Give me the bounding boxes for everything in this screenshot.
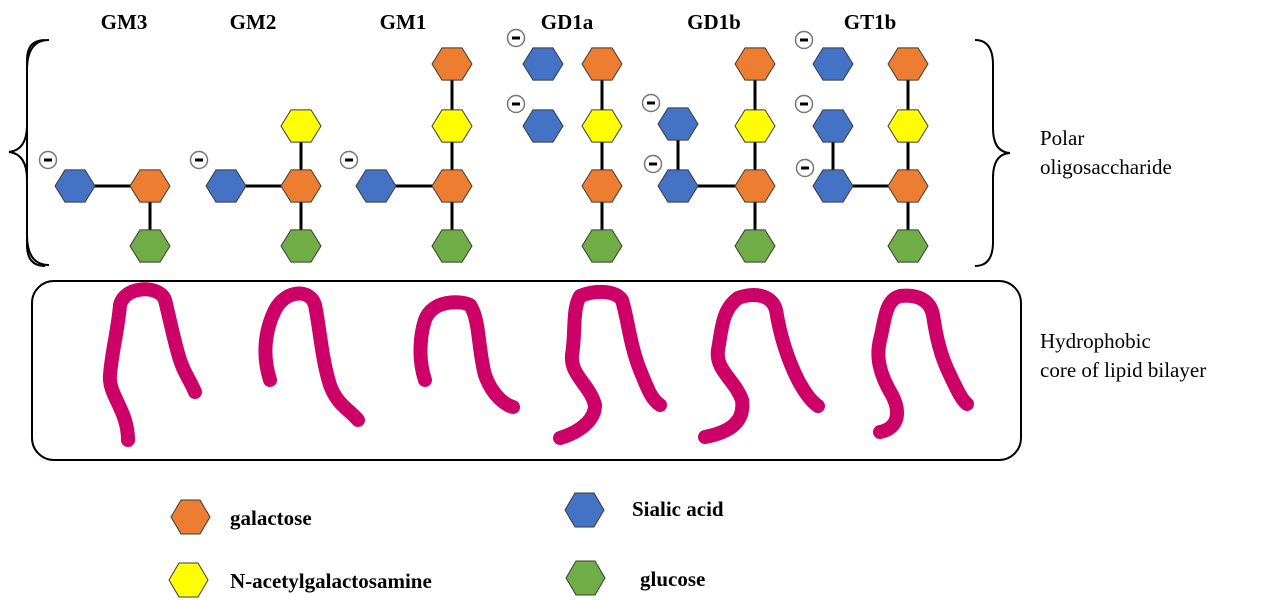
sugar-layer [54, 47, 929, 263]
gm2-negative-charge-icon [189, 150, 209, 170]
gm1-galactose-hexagon-icon [431, 169, 473, 203]
title-gd1b: GD1b [687, 10, 741, 34]
gt1b-glucose-hexagon-icon [887, 229, 929, 263]
gt1b-negative-charge-icon [794, 30, 814, 50]
oligosaccharide-right-brace [974, 39, 1011, 267]
sialic-acid-hexagon-icon [564, 492, 605, 528]
gd1b-negative-charge-icon [643, 154, 663, 174]
gt1b-sialic-acid-hexagon-icon [812, 47, 854, 81]
gm1-glucose-hexagon-icon [431, 229, 473, 263]
gm2-glucose-hexagon-icon [280, 229, 322, 263]
gd1b-galactose-hexagon-icon [734, 47, 776, 81]
gt1b-sialic-acid-hexagon-icon [812, 169, 854, 203]
gd1a-galactose-hexagon-icon [581, 47, 623, 81]
gd1b-sialic-acid-hexagon-icon [657, 107, 699, 141]
gd1a-n-acetylgalactosamine-hexagon-icon [581, 109, 623, 143]
gt1b-n-acetylgalactosamine-hexagon-icon [887, 109, 929, 143]
title-gm2: GM2 [230, 10, 277, 34]
gm1-sialic-acid-hexagon-icon [355, 169, 397, 203]
lipid-tail-gm3 [102, 282, 202, 447]
n-acetylgalactosamine-hexagon-icon [168, 562, 209, 598]
gd1b-glucose-hexagon-icon [734, 229, 776, 263]
gd1a-negative-charge-icon [506, 28, 526, 48]
gm1-galactose-hexagon-icon [431, 47, 473, 81]
lipid-tail-gm2 [258, 286, 365, 427]
title-gd1a: GD1a [541, 10, 594, 34]
legend: galactose Sialic acid N-acetylgalactosam… [168, 492, 724, 598]
title-gm3: GM3 [101, 10, 148, 34]
legend-label-n-acetylgalactosamine: N-acetylgalactosamine [230, 569, 432, 593]
lipid-tail-gd1b [698, 288, 825, 444]
galactose-hexagon-icon [170, 499, 211, 535]
hydrophobic-label-line2: core of lipid bilayer [1040, 358, 1206, 382]
gd1a-sialic-acid-hexagon-icon [522, 109, 564, 143]
gt1b-galactose-hexagon-icon [887, 169, 929, 203]
title-gm1: GM1 [380, 10, 427, 34]
gd1b-galactose-hexagon-icon [734, 169, 776, 203]
legend-label-sialic-acid: Sialic acid [632, 497, 724, 521]
gm3-glucose-hexagon-icon [129, 229, 171, 263]
lipid-tail-gd1a [553, 284, 667, 445]
lipid-tail-gm1 [413, 295, 520, 414]
gd1b-negative-charge-icon [641, 93, 661, 113]
gd1a-negative-charge-icon [506, 94, 526, 114]
gm2-n-acetylgalactosamine-hexagon-icon [280, 109, 322, 143]
gd1b-n-acetylgalactosamine-hexagon-icon [734, 109, 776, 143]
gt1b-negative-charge-icon [794, 94, 814, 114]
left-outer-brace [8, 39, 50, 266]
lipid-bilayer-box [31, 280, 1022, 461]
gm2-sialic-acid-hexagon-icon [205, 169, 247, 203]
lipid-tails [102, 282, 974, 447]
lipid-tail-gt1b [871, 288, 974, 439]
gm3-negative-charge-icon [38, 150, 58, 170]
gt1b-galactose-hexagon-icon [887, 47, 929, 81]
oligosaccharide-left-bracket [26, 39, 46, 267]
gm1-negative-charge-icon [339, 150, 359, 170]
hydrophobic-label-line1: Hydrophobic [1040, 329, 1151, 353]
gm2-galactose-hexagon-icon [280, 169, 322, 203]
legend-label-galactose: galactose [230, 506, 312, 530]
gd1a-galactose-hexagon-icon [581, 169, 623, 203]
legend-label-glucose: glucose [640, 567, 705, 591]
title-gt1b: GT1b [844, 10, 897, 34]
glucose-hexagon-icon [565, 560, 606, 596]
polar-label-line1: Polar [1040, 126, 1084, 150]
gt1b-negative-charge-icon [795, 158, 815, 178]
gm1-n-acetylgalactosamine-hexagon-icon [431, 109, 473, 143]
gd1b-sialic-acid-hexagon-icon [657, 169, 699, 203]
gd1a-glucose-hexagon-icon [581, 229, 623, 263]
gd1a-sialic-acid-hexagon-icon [522, 47, 564, 81]
gt1b-sialic-acid-hexagon-icon [812, 109, 854, 143]
gm3-galactose-hexagon-icon [129, 169, 171, 203]
polar-label-line2: oligosaccharide [1040, 155, 1172, 179]
gm3-sialic-acid-hexagon-icon [54, 169, 96, 203]
charges-layer [38, 28, 815, 178]
